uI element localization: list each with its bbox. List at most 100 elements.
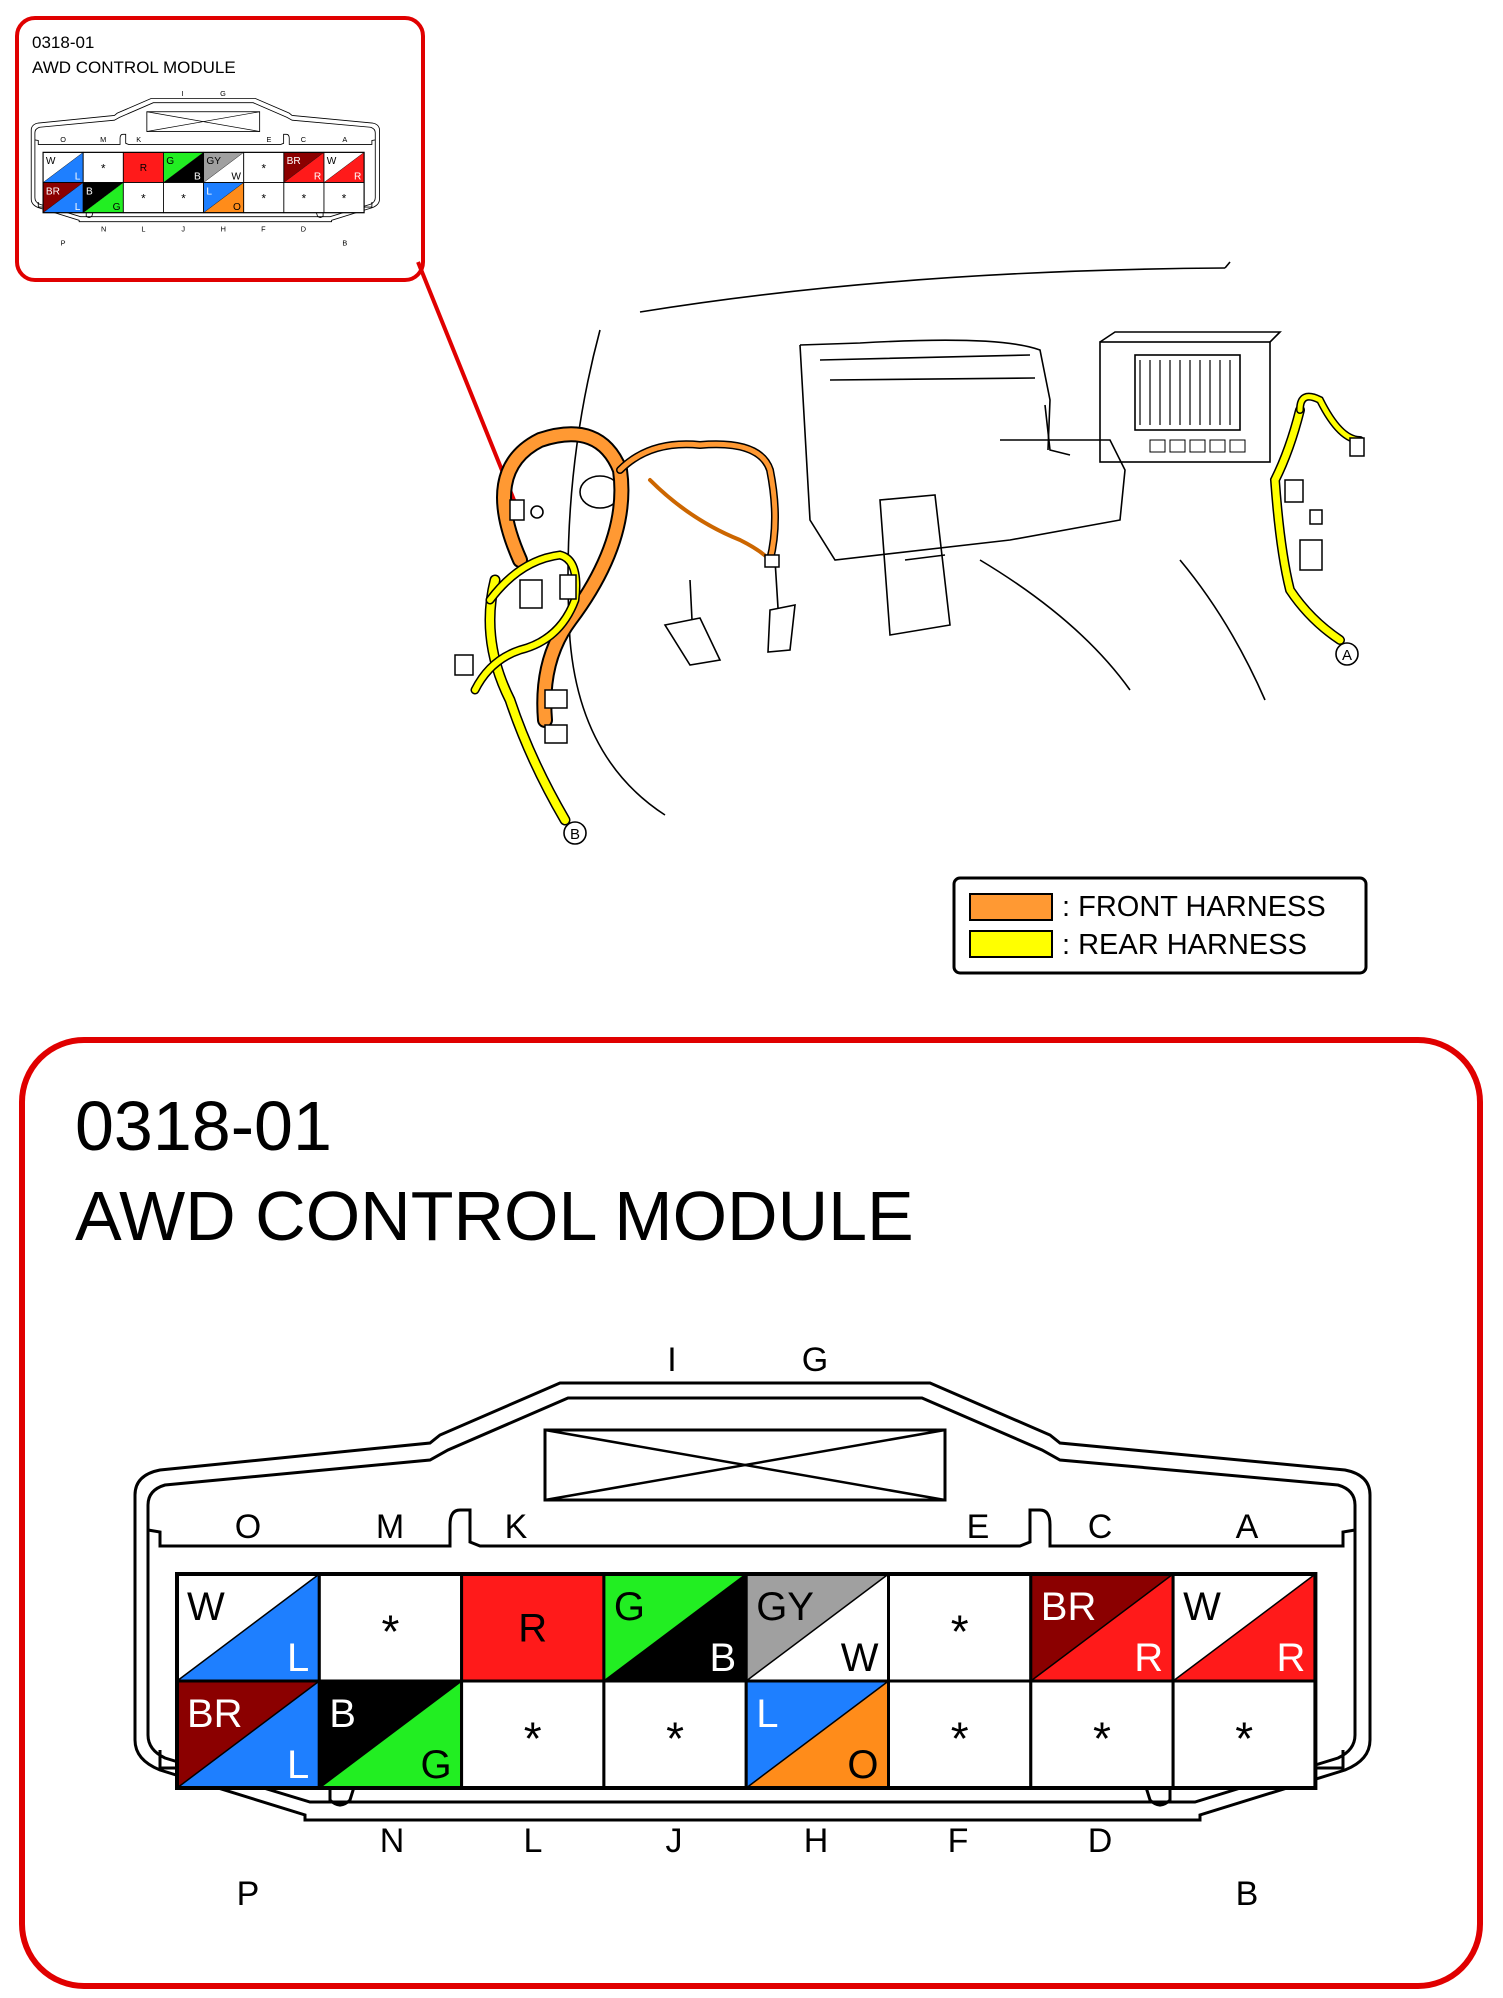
pin-cell: WR (323, 151, 365, 183)
inset-pin-label: N (101, 225, 106, 234)
inset-pin-label: O (60, 135, 66, 144)
wire-color-label: W (327, 156, 337, 167)
wire-color-label: W (841, 1636, 879, 1680)
pin-cell: * (283, 182, 325, 214)
inset-pin-label: F (261, 225, 266, 234)
wire-color-label: R (314, 172, 321, 183)
pin-label-top: A (1236, 1508, 1259, 1546)
inset-connector-code: 0318-01 (32, 33, 94, 52)
inset-pin-label: H (221, 225, 226, 234)
pin-cell: BR L (175, 1679, 321, 1790)
pin-cell: * (243, 151, 285, 183)
marker-b: B (563, 821, 587, 845)
pin-cell: WR (1171, 1572, 1317, 1683)
wire-color-label: GY (206, 156, 221, 167)
pin-label-top: E (967, 1508, 990, 1546)
pin-cell: * (460, 1679, 606, 1790)
wire-color-label: W (46, 156, 56, 167)
pin-cell: WL (42, 151, 84, 183)
pin-cell: R (122, 151, 164, 183)
pin-cell: BG (317, 1679, 464, 1790)
wire-color-label: G (113, 202, 121, 213)
wire-color-label: L (756, 1692, 778, 1736)
connector-code: 0318-01 (75, 1087, 332, 1165)
marker-b-label: B (570, 826, 580, 843)
wire-color-label: GY (756, 1585, 814, 1629)
wire-color-label: R (140, 163, 147, 174)
unused-pin-symbol: * (951, 1713, 969, 1765)
unused-pin-symbol: * (524, 1713, 542, 1765)
pin-label-top: M (376, 1508, 404, 1546)
wire-color-label: L (75, 202, 81, 213)
pin-cell: * (243, 182, 285, 214)
wire-color-label: R (518, 1607, 547, 1651)
pin-label-top: C (1088, 1508, 1113, 1546)
wire-color-label: O (233, 202, 241, 213)
wire-color-label: G (614, 1585, 645, 1629)
wire-color-label: B (86, 186, 93, 197)
front-harness-cable (496, 426, 779, 728)
inset-pin-label: K (136, 135, 141, 144)
unused-pin-symbol: * (262, 193, 267, 206)
pin-label-top: G (802, 1341, 828, 1379)
pin-cell: * (602, 1679, 748, 1790)
wire-color-label: B (194, 172, 201, 183)
inset-connector-name: AWD CONTROL MODULE (32, 58, 236, 77)
wire-color-label: W (187, 1585, 225, 1629)
pin-cell: BG (82, 182, 124, 214)
pin-label-corner: P (237, 1875, 260, 1913)
inset-pin-label: B (342, 239, 347, 248)
wire-color-label: BR (187, 1692, 243, 1736)
pin-label-corner: B (1236, 1875, 1259, 1913)
pin-cell: * (1029, 1679, 1175, 1790)
unused-pin-symbol: * (381, 1606, 399, 1658)
rear-harness-label: : REAR HARNESS (1062, 929, 1307, 961)
marker-a-label: A (1342, 647, 1352, 664)
unused-pin-symbol: * (951, 1606, 969, 1658)
pin-cell: LO (203, 182, 245, 214)
wire-color-label: B (329, 1692, 356, 1736)
inset-pin-label: I (182, 89, 184, 98)
pin-label-bottom: N (380, 1822, 405, 1860)
unused-pin-symbol: * (181, 193, 186, 206)
pin-cell: * (163, 182, 205, 214)
inset-pin-label: G (220, 89, 226, 98)
pin-cell: * (317, 1572, 464, 1683)
wire-color-label: L (75, 172, 81, 183)
pin-label-bottom: J (666, 1822, 683, 1860)
pin-cell: R (460, 1572, 606, 1683)
harness-connectors (454, 437, 1365, 744)
pin-cell: * (887, 1679, 1033, 1790)
pin-cell: GB (163, 151, 205, 183)
wire-color-label: BR (287, 156, 301, 167)
inset-pin-label: A (342, 135, 347, 144)
pin-cell: * (122, 182, 164, 214)
inset-pin-label: D (301, 225, 306, 234)
pin-cell: BRR (1029, 1572, 1175, 1683)
wire-color-label: L (287, 1743, 309, 1787)
wire-color-label: G (420, 1743, 451, 1787)
rear-harness-cable (470, 392, 1364, 826)
pin-cell: LO (744, 1679, 891, 1790)
inset-callout: 0318-01 AWD CONTROL MODULE WL*RGBGYW*BRR… (15, 16, 522, 516)
inset-pin-label: P (61, 239, 66, 248)
inset-pin-label: C (301, 135, 307, 144)
unused-pin-symbol: * (262, 163, 267, 176)
connector-name: AWD CONTROL MODULE (75, 1177, 914, 1255)
unused-pin-symbol: * (302, 193, 307, 206)
wire-color-label: O (847, 1743, 878, 1787)
pin-cell: WL (175, 1572, 321, 1683)
pin-label-bottom: F (948, 1822, 969, 1860)
wire-color-label: B (710, 1636, 737, 1680)
pin-cell: * (82, 151, 124, 183)
inset-pin-label: J (181, 225, 185, 234)
wire-color-label: BR (46, 186, 60, 197)
wire-color-label: R (1277, 1636, 1306, 1680)
pin-label-bottom: H (804, 1822, 829, 1860)
pin-label-bottom: L (524, 1822, 543, 1860)
